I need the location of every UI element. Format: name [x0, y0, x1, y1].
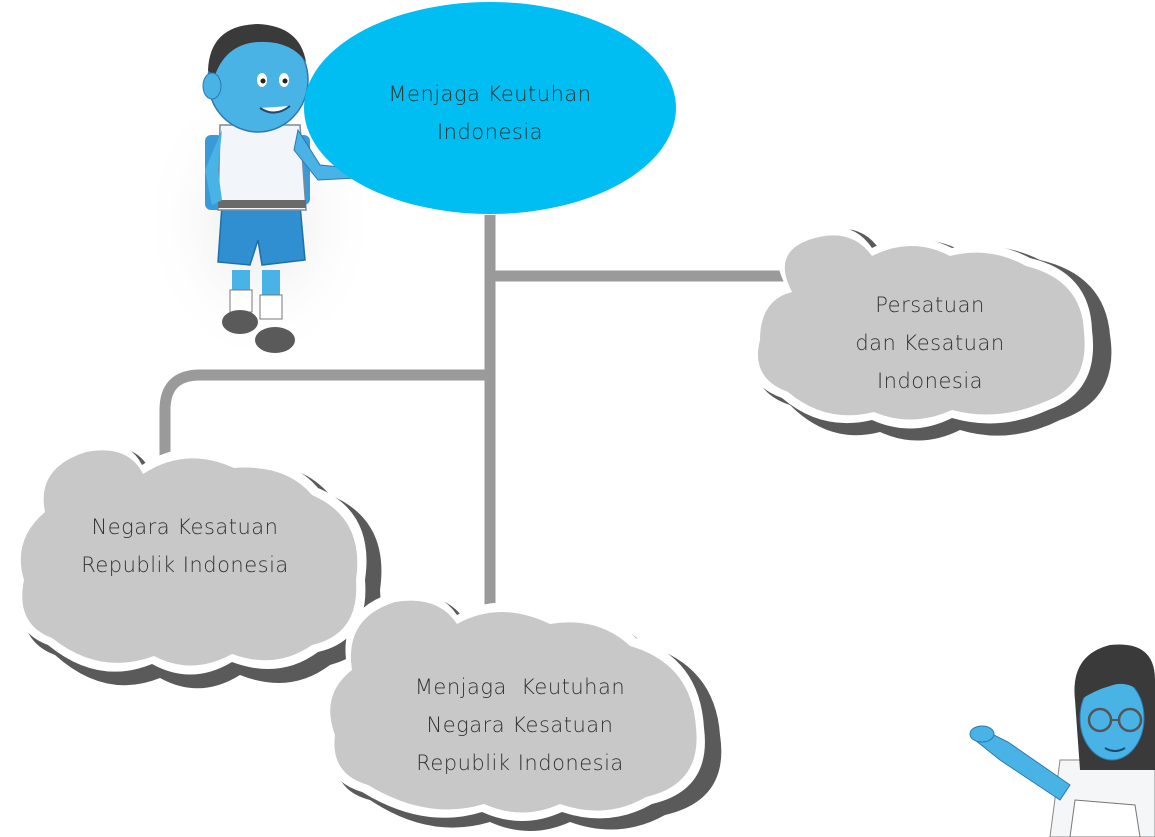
cloud-persatuan: [749, 226, 1112, 441]
cloud-menjaga-nkri-line-1: Menjaga Keutuhan: [414, 675, 626, 699]
root-node-line-2: Indonesia: [436, 120, 544, 144]
cloud-menjaga-nkri-line-2: Negara Kesatuan: [426, 713, 614, 737]
cloud-persatuan-line-3: Indonesia: [876, 369, 984, 393]
cloud-nkri-line-1: Negara Kesatuan: [91, 515, 279, 539]
boy-student-character: [140, 24, 380, 370]
cloud-menjaga-nkri-line-3: Republik Indonesia: [416, 751, 624, 775]
root-node-line-1: Menjaga Keutuhan: [388, 82, 592, 106]
girl-student-character: [969, 644, 1155, 837]
root-node: [304, 2, 676, 214]
cloud-nkri-line-2: Republik Indonesia: [81, 553, 289, 577]
cloud-nkri: [13, 441, 382, 689]
cloud-persatuan-label: Persatuan dan Kesatuan Indonesia: [820, 286, 1040, 400]
cloud-menjaga-nkri-label: Menjaga Keutuhan Negara Kesatuan Republi…: [385, 668, 655, 782]
cloud-persatuan-line-1: Persatuan: [875, 293, 985, 317]
connector-left-branch: [159, 369, 490, 470]
connector-lines: [159, 215, 790, 640]
cloud-nkri-label: Negara Kesatuan Republik Indonesia: [55, 508, 315, 584]
cloud-menjaga-nkri: [322, 591, 722, 831]
root-node-label: Menjaga Keutuhan Indonesia: [350, 75, 630, 151]
cloud-persatuan-line-2: dan Kesatuan: [855, 331, 1005, 355]
